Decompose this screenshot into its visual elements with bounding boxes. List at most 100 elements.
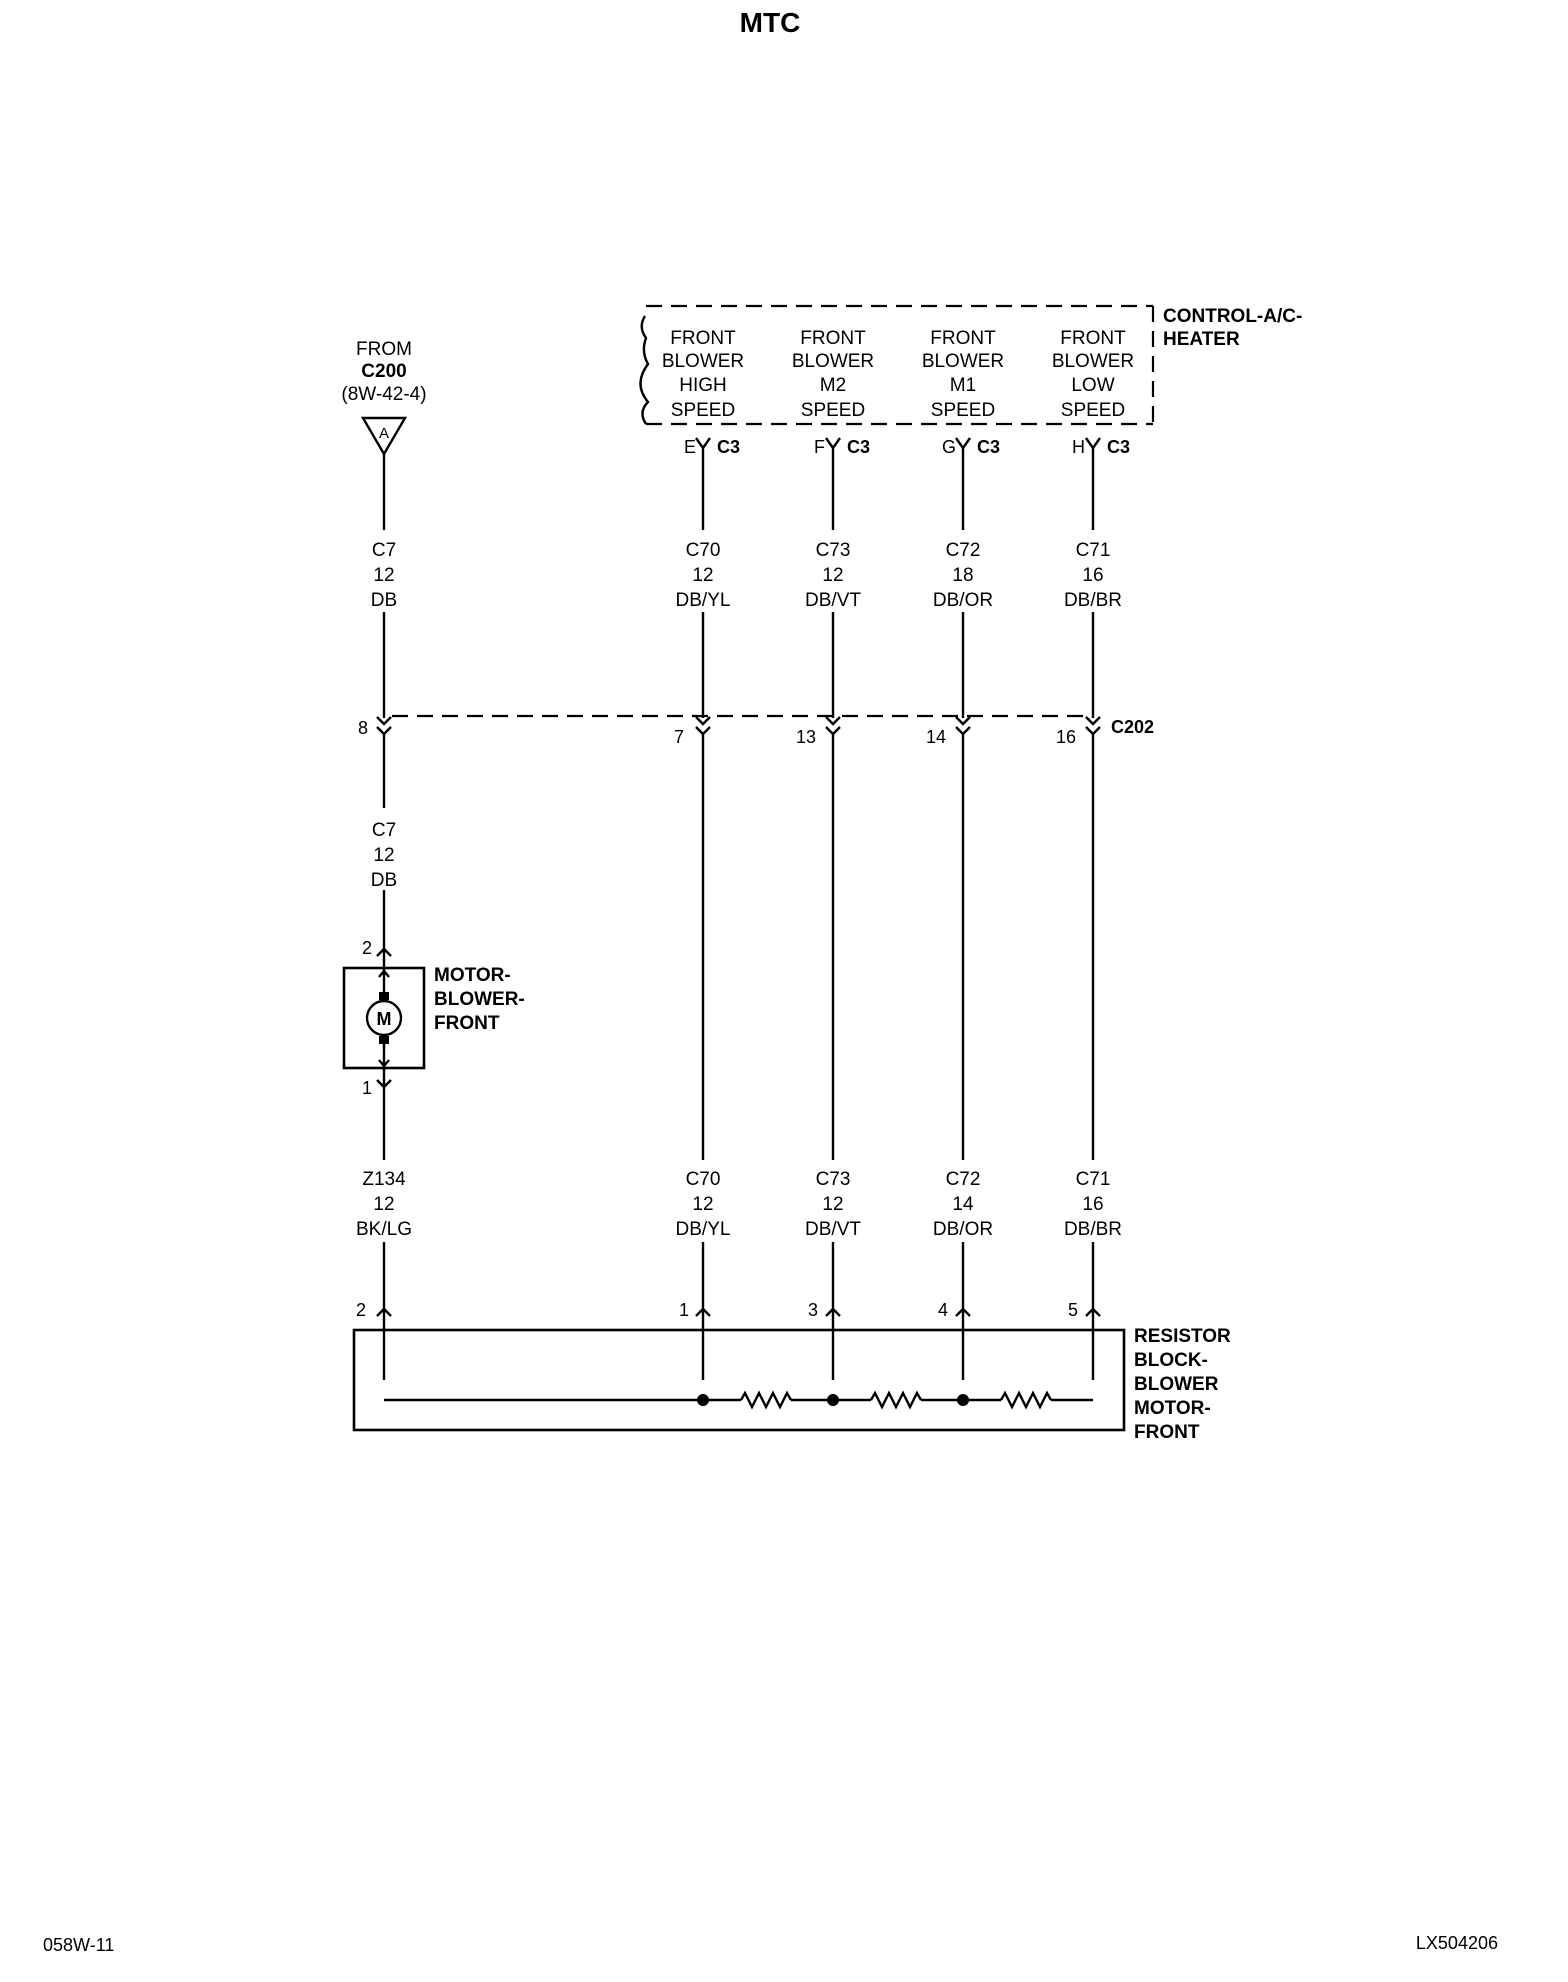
motor-name-1: MOTOR-	[434, 965, 511, 986]
svg-text:DB/YL: DB/YL	[676, 1219, 731, 1240]
off-page-triangle	[360, 416, 408, 457]
resistor-1	[739, 1390, 793, 1410]
motor-symbol: M	[377, 1009, 392, 1029]
svg-text:C73: C73	[816, 1169, 851, 1190]
wire-label-c71-lower: C71 16 DB/BR	[1064, 1169, 1122, 1240]
resistor-name-5: FRONT	[1134, 1422, 1200, 1443]
svg-text:DB/YL: DB/YL	[676, 590, 731, 611]
control-name-2: HEATER	[1163, 329, 1240, 350]
svg-text:12: 12	[692, 1194, 713, 1215]
motor-pin-2: 2	[362, 938, 372, 958]
c3-pin-e: E C3	[684, 437, 740, 457]
diagram-title: MTC	[740, 7, 801, 38]
resistor-name-1: RESISTOR	[1134, 1326, 1231, 1347]
svg-text:FRONT: FRONT	[800, 328, 866, 349]
wire-label-c73-lower: C73 12 DB/VT	[805, 1169, 861, 1240]
svg-text:12: 12	[822, 1194, 843, 1215]
svg-text:SPEED: SPEED	[801, 400, 865, 421]
motor-pin-1: 1	[362, 1078, 372, 1098]
wire-label-c70-upper: C70 12 DB/YL	[676, 540, 731, 611]
svg-text:DB/VT: DB/VT	[805, 590, 861, 611]
from-c200-reference: FROM C200 (8W-42-4) A	[341, 339, 427, 457]
c202-connector: 8 7 13 14 16 C202	[358, 714, 1154, 747]
svg-text:BLOWER: BLOWER	[1052, 351, 1134, 372]
svg-text:C3: C3	[977, 437, 1000, 457]
svg-text:DB/BR: DB/BR	[1064, 1219, 1122, 1240]
footer-right: LX504206	[1416, 1933, 1498, 1953]
lower-wire-labels: Z134 12 BK/LG C70 12 DB/YL C73 12 DB/VT …	[356, 1169, 1122, 1240]
svg-text:DB: DB	[371, 870, 397, 891]
svg-text:16: 16	[1082, 1194, 1103, 1215]
control-ac-heater: CONTROL-A/C- HEATER FRONT BLOWER HIGH SP…	[639, 304, 1302, 426]
svg-text:FRONT: FRONT	[1060, 328, 1126, 349]
svg-text:12: 12	[373, 565, 394, 586]
motor-brush-bottom	[379, 1036, 389, 1044]
motor-name-2: BLOWER-	[434, 989, 525, 1010]
c202-pin-14: 14	[926, 727, 946, 747]
svg-text:14: 14	[952, 1194, 974, 1215]
c3-connector: E C3 F C3 G C3 H C3	[684, 437, 1130, 457]
svg-text:DB/BR: DB/BR	[1064, 590, 1122, 611]
junction-1	[697, 1394, 709, 1406]
svg-text:BLOWER: BLOWER	[922, 351, 1004, 372]
svg-text:SPEED: SPEED	[1061, 400, 1125, 421]
svg-text:C73: C73	[816, 540, 851, 561]
resistor-block: 2 1 3 4 5 RESISTOR BLOCK- BLOWER MOTOR- …	[352, 1300, 1231, 1443]
wire-label-c72-lower: C72 14 DB/OR	[933, 1169, 993, 1240]
svg-text:12: 12	[373, 1194, 394, 1215]
svg-text:SPEED: SPEED	[671, 400, 735, 421]
upper-wires	[382, 448, 1095, 718]
motor-icon	[365, 999, 403, 1037]
svg-text:C70: C70	[686, 1169, 721, 1190]
resistor-pin-1: 1	[679, 1300, 689, 1320]
c202-pin-16: 16	[1056, 727, 1076, 747]
motor-name-3: FRONT	[434, 1013, 500, 1034]
svg-text:BLOWER: BLOWER	[792, 351, 874, 372]
svg-text:C72: C72	[946, 540, 981, 561]
footer-left: 058W-11	[43, 1935, 114, 1955]
junction-3	[957, 1394, 969, 1406]
resistor-name-2: BLOCK-	[1134, 1350, 1208, 1371]
function-m1-speed: FRONT BLOWER M1 SPEED	[922, 328, 1004, 421]
c202-pin-13: 13	[796, 727, 816, 747]
svg-text:16: 16	[1082, 565, 1103, 586]
svg-text:DB/VT: DB/VT	[805, 1219, 861, 1240]
from-page-ref: (8W-42-4)	[341, 384, 426, 405]
wire-label-c71-upper: C71 16 DB/BR	[1064, 540, 1122, 611]
svg-text:M1: M1	[950, 375, 976, 396]
resistor-2	[869, 1390, 923, 1410]
motor-brush-top	[379, 992, 389, 1000]
svg-text:E: E	[684, 437, 696, 457]
function-m2-speed: FRONT BLOWER M2 SPEED	[792, 328, 874, 421]
function-low-speed: FRONT BLOWER LOW SPEED	[1052, 328, 1134, 421]
resistor-pin-2: 2	[356, 1300, 366, 1320]
svg-text:C3: C3	[847, 437, 870, 457]
svg-text:SPEED: SPEED	[931, 400, 995, 421]
c3-pin-h: H C3	[1072, 437, 1130, 457]
wire-label-c73-upper: C73 12 DB/VT	[805, 540, 861, 611]
svg-text:DB: DB	[371, 590, 397, 611]
svg-text:C3: C3	[717, 437, 740, 457]
svg-text:C72: C72	[946, 1169, 981, 1190]
svg-text:Z134: Z134	[362, 1169, 406, 1190]
control-name-1: CONTROL-A/C-	[1163, 306, 1302, 327]
resistor-pin-4: 4	[938, 1300, 948, 1320]
svg-text:F: F	[814, 437, 825, 457]
lower-wires	[382, 1087, 1095, 1380]
c202-name: C202	[1111, 717, 1154, 737]
resistor-name-3: BLOWER	[1134, 1374, 1219, 1395]
c202-pin-7: 7	[674, 727, 684, 747]
wire-label-c72-upper: C72 18 DB/OR	[933, 540, 993, 611]
wire-label-c7-mid: C7 12 DB	[371, 820, 397, 891]
svg-text:12: 12	[692, 565, 713, 586]
resistor-name-4: MOTOR-	[1134, 1398, 1211, 1419]
svg-text:18: 18	[952, 565, 973, 586]
from-connector: C200	[361, 361, 406, 382]
svg-text:H: H	[1072, 437, 1085, 457]
c3-pin-g: G C3	[942, 437, 1000, 457]
wire-label-c70-lower: C70 12 DB/YL	[676, 1169, 731, 1240]
partial-component-edge	[639, 315, 650, 425]
svg-text:BLOWER: BLOWER	[662, 351, 744, 372]
svg-text:HIGH: HIGH	[679, 375, 727, 396]
